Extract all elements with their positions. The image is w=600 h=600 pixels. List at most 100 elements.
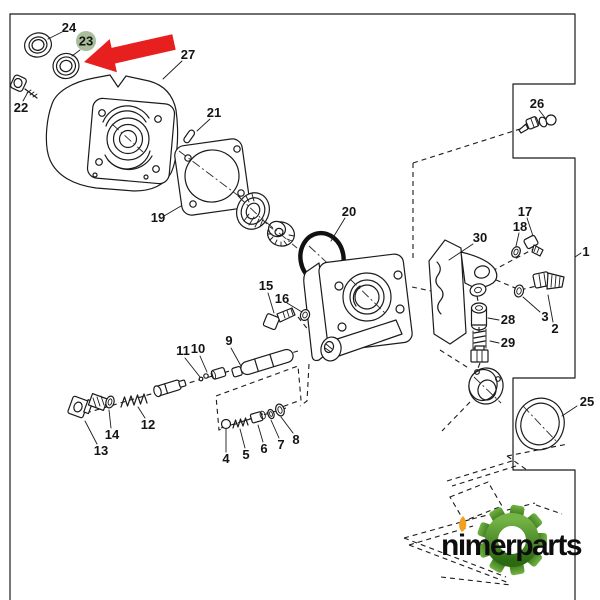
fitting-15	[262, 307, 296, 331]
seal-ring-25	[515, 397, 565, 451]
svg-text:10: 10	[191, 341, 205, 356]
filter-screen	[449, 481, 503, 522]
drawing-border	[9, 13, 576, 600]
svg-text:12: 12	[141, 417, 155, 432]
callout-22: 22	[14, 91, 29, 115]
spring-12	[120, 393, 148, 408]
pump-housing-27	[45, 74, 179, 192]
pin-21	[183, 129, 196, 144]
callout-12: 12	[137, 406, 155, 432]
svg-text:3: 3	[541, 309, 548, 324]
callout-10: 10	[191, 341, 208, 373]
detent-balls-10-11	[198, 373, 209, 382]
callout-21: 21	[196, 105, 221, 132]
ghost-assembly	[403, 443, 569, 586]
callout-3: 3	[522, 296, 549, 324]
spring-5	[232, 417, 249, 429]
o-ring-3	[513, 284, 525, 298]
valve-sleeve	[210, 367, 227, 380]
bolt-22	[9, 74, 38, 99]
callout-7: 7	[270, 419, 285, 452]
callout-1: 1	[574, 244, 590, 259]
logo-text: nimerparts	[441, 529, 582, 562]
svg-text:11: 11	[176, 343, 190, 358]
svg-text:19: 19	[151, 210, 165, 225]
svg-text:16: 16	[275, 291, 289, 306]
poppet-valve	[153, 379, 187, 398]
callout-26: 26	[530, 96, 547, 120]
ball-4	[220, 418, 232, 430]
washer-8	[275, 403, 285, 417]
relief-valve-group-box	[215, 365, 302, 431]
svg-text:13: 13	[94, 443, 108, 458]
callout-19: 19	[151, 205, 182, 225]
svg-text:27: 27	[181, 47, 195, 62]
callout-17: 17	[518, 204, 534, 237]
o-ring-16	[299, 309, 311, 321]
fitting-17	[523, 234, 544, 257]
o-ring-18	[511, 246, 521, 258]
svg-text:24: 24	[62, 20, 77, 35]
highlight-badge	[76, 31, 96, 51]
callout-28: 28	[487, 312, 515, 327]
plug-13	[67, 393, 109, 419]
callout-25: 25	[561, 394, 594, 417]
svg-text:8: 8	[292, 432, 299, 447]
svg-text:2: 2	[551, 321, 558, 336]
bushing-28	[470, 302, 488, 331]
o-ring-7	[267, 408, 275, 420]
splined-coupling	[265, 220, 298, 249]
svg-text:6: 6	[260, 441, 267, 456]
svg-text:21: 21	[207, 105, 221, 120]
o-ring-14	[105, 395, 115, 409]
svg-text:20: 20	[342, 204, 356, 219]
callout-15: 15	[259, 278, 275, 314]
callouts: 1 2 3 4 5 6 7 8 9 10 11 12 13 14 15 16 1…	[14, 20, 594, 466]
logo-gear-icon	[477, 504, 547, 576]
callout-20: 20	[330, 204, 356, 242]
highlight-badge-number: 23	[79, 34, 93, 49]
svg-text:30: 30	[473, 230, 487, 245]
gasket-19	[174, 138, 250, 216]
svg-text:26: 26	[530, 96, 544, 111]
svg-text:15: 15	[259, 278, 273, 293]
callout-6: 6	[257, 424, 268, 456]
logo: nimerparts	[441, 504, 583, 576]
bearing-ring-24	[23, 32, 53, 58]
callout-11: 11	[176, 343, 201, 378]
svg-text:28: 28	[501, 312, 515, 327]
svg-text:22: 22	[14, 100, 28, 115]
callout-16: 16	[275, 291, 303, 313]
callout-29: 29	[489, 335, 515, 350]
sensor-plug-26	[518, 114, 557, 134]
seal-ring-23	[52, 52, 80, 80]
svg-text:18: 18	[513, 219, 527, 234]
callout-27: 27	[162, 47, 195, 80]
callout-5: 5	[239, 428, 250, 462]
svg-text:5: 5	[242, 447, 249, 462]
svg-text:25: 25	[580, 394, 594, 409]
spring-bolt-29	[470, 328, 489, 363]
bracket-30	[428, 239, 498, 345]
callout-13: 13	[84, 420, 108, 458]
fitting-6	[249, 410, 266, 424]
valve-spool-9	[231, 348, 294, 378]
collar	[468, 367, 504, 405]
svg-text:9: 9	[225, 333, 232, 348]
svg-text:14: 14	[105, 427, 120, 442]
callout-4: 4	[222, 428, 230, 466]
callout-2: 2	[547, 294, 559, 336]
svg-text:1: 1	[582, 244, 589, 259]
roller-bearing	[236, 192, 270, 230]
highlight-arrow-icon	[84, 34, 176, 73]
svg-text:4: 4	[222, 451, 230, 466]
fitting-2	[532, 271, 565, 290]
svg-text:17: 17	[518, 204, 532, 219]
callout-14: 14	[105, 409, 120, 442]
svg-text:29: 29	[501, 335, 515, 350]
callout-8: 8	[280, 416, 300, 447]
highlight-group: 23	[71, 31, 176, 73]
callout-18: 18	[513, 219, 527, 247]
